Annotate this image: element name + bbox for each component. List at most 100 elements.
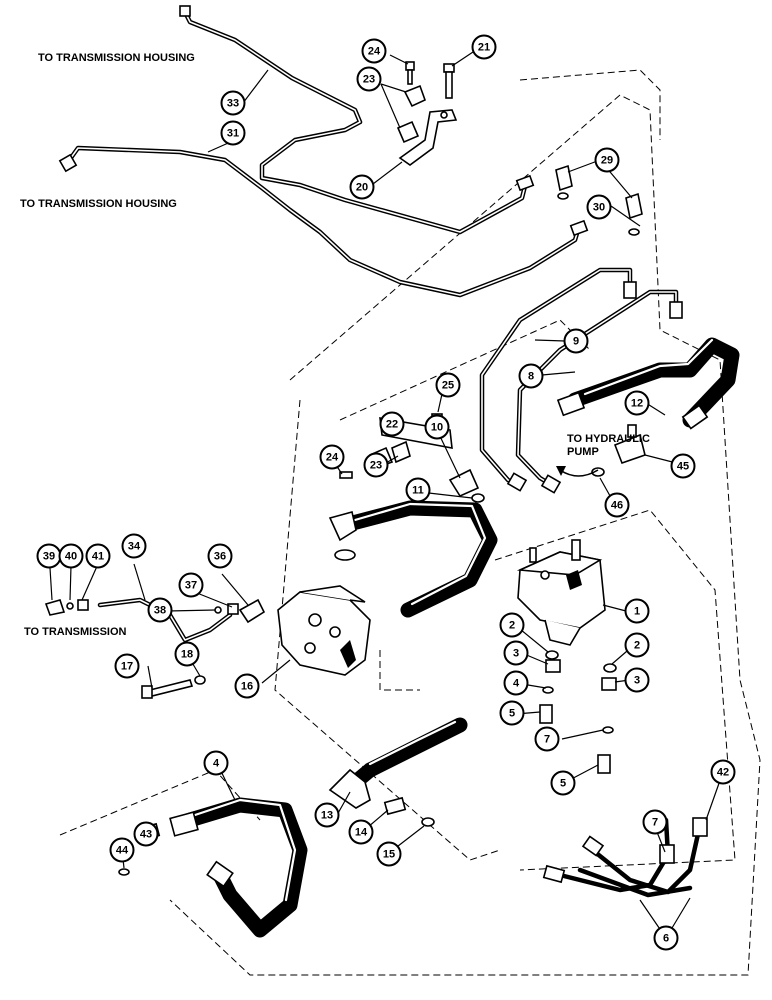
callout-25: 25 xyxy=(435,372,461,398)
callout-3: 3 xyxy=(503,640,529,666)
fittings-36-39 xyxy=(44,598,266,624)
callout-number: 6 xyxy=(663,933,669,945)
dashed-outline-valve-area xyxy=(169,94,761,976)
valve-16 xyxy=(277,585,371,676)
callout-circle xyxy=(550,770,576,796)
callout-number: 7 xyxy=(544,734,550,746)
callout-number: 13 xyxy=(321,810,333,822)
dashed-outline-center xyxy=(339,319,591,421)
callout-circle xyxy=(594,147,620,173)
callout-circle xyxy=(121,533,147,559)
callout-number: 11 xyxy=(412,485,424,497)
tee-45 xyxy=(613,424,646,465)
callout-circle xyxy=(518,363,544,389)
callout-circle xyxy=(319,444,345,470)
callout-9: 9 xyxy=(563,328,589,354)
elbow-10 xyxy=(448,468,480,498)
callout-circle xyxy=(203,750,229,776)
callout-circle xyxy=(604,492,630,518)
callout-number: 45 xyxy=(677,461,689,473)
o-rings-30 xyxy=(557,192,640,236)
callout-circle xyxy=(471,34,497,60)
callout-4: 4 xyxy=(503,670,529,696)
callout-5: 5 xyxy=(550,770,576,796)
callout-number: 16 xyxy=(241,681,253,693)
callout-34: 34 xyxy=(121,533,147,559)
callout-number: 21 xyxy=(478,42,490,54)
callout-number: 41 xyxy=(92,551,104,563)
callout-number: 31 xyxy=(227,128,239,140)
callout-number: 9 xyxy=(573,336,579,348)
o-ring-15 xyxy=(421,817,435,827)
bolt-24-top xyxy=(405,61,415,85)
tube-9 xyxy=(479,267,637,492)
callout-6: 6 xyxy=(653,925,679,951)
label-to-hydraulic: TO HYDRAULIC xyxy=(567,433,650,445)
callout-number: 1 xyxy=(634,606,640,618)
callout-23: 23 xyxy=(356,66,382,92)
callout-circle xyxy=(653,925,679,951)
callout-circle xyxy=(376,841,402,867)
callout-number: 23 xyxy=(363,74,375,86)
callout-number: 7 xyxy=(652,817,658,829)
callout-45: 45 xyxy=(670,453,696,479)
callout-circle xyxy=(356,66,382,92)
callout-number: 14 xyxy=(355,827,368,839)
callout-circle xyxy=(624,632,650,658)
tube-31 xyxy=(65,145,581,298)
callout-20: 20 xyxy=(349,174,375,200)
callout-3: 3 xyxy=(624,667,650,693)
callout-37: 37 xyxy=(178,572,204,598)
callout-number: 46 xyxy=(611,500,623,512)
hose-12 xyxy=(556,337,740,430)
callout-circle xyxy=(147,597,173,623)
callout-circle xyxy=(624,390,650,416)
callout-number: 23 xyxy=(370,460,382,472)
callout-40: 40 xyxy=(58,543,84,569)
callout-circle xyxy=(424,414,450,440)
callout-number: 44 xyxy=(116,845,129,857)
callout-14: 14 xyxy=(348,819,374,845)
callout-42: 42 xyxy=(710,759,736,785)
callout-circle xyxy=(503,640,529,666)
to-hydraulic-pump-arrowhead xyxy=(556,466,566,476)
callout-number: 20 xyxy=(356,182,368,194)
callout-2: 2 xyxy=(624,632,650,658)
callout-circle xyxy=(405,477,431,503)
callout-number: 39 xyxy=(43,551,55,563)
callout-number: 30 xyxy=(593,202,605,214)
callout-number: 3 xyxy=(634,675,640,687)
callout-number: 17 xyxy=(121,661,133,673)
callout-number: 4 xyxy=(513,678,520,690)
callout-circle xyxy=(624,667,650,693)
callout-circle xyxy=(379,411,405,437)
text-labels: TO TRANSMISSION HOUSING TO TRANSMISSION … xyxy=(20,52,650,638)
callout-circle xyxy=(624,598,650,624)
hose-13 xyxy=(328,717,468,809)
callout-number: 24 xyxy=(326,452,339,464)
callout-7: 7 xyxy=(642,809,668,835)
callout-39: 39 xyxy=(36,543,62,569)
callout-circle xyxy=(710,759,736,785)
callout-2: 2 xyxy=(499,612,525,638)
callout-number: 33 xyxy=(227,98,239,110)
callout-number: 4 xyxy=(213,758,220,770)
callout-circle xyxy=(207,543,233,569)
callout-number: 36 xyxy=(214,551,226,563)
callout-number: 12 xyxy=(631,398,643,410)
callout-circle xyxy=(670,453,696,479)
callout-circle xyxy=(349,174,375,200)
callout-8: 8 xyxy=(518,363,544,389)
callout-number: 38 xyxy=(154,605,166,617)
bolt-17-washer-18 xyxy=(141,675,206,699)
callout-17: 17 xyxy=(114,653,140,679)
callout-43: 43 xyxy=(133,821,159,847)
callout-13: 13 xyxy=(314,802,340,828)
hose-42 xyxy=(169,797,308,938)
bracket-20 xyxy=(398,109,458,166)
callout-number: 8 xyxy=(528,371,534,383)
label-to-transmission-housing-mid: TO TRANSMISSION HOUSING xyxy=(20,198,177,210)
bolt-21 xyxy=(443,63,455,99)
callout-24: 24 xyxy=(319,444,345,470)
